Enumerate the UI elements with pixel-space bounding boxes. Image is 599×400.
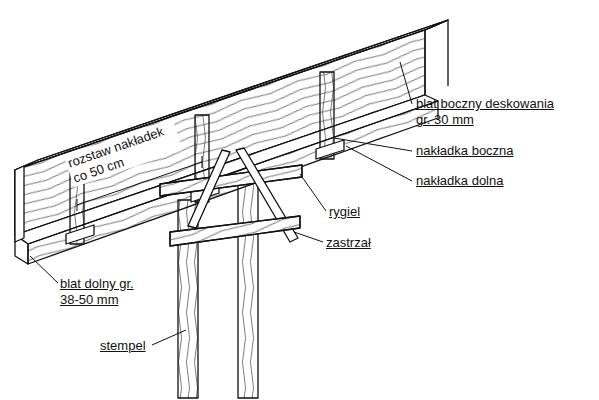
part-label: zastrzał [326, 235, 377, 251]
beam-edge [447, 20, 448, 86]
leader-line [334, 138, 412, 151]
leader-line [400, 62, 412, 104]
part-label: blat dolny gr. 38-50 mm [60, 276, 143, 308]
bottom-board-edge [28, 101, 438, 264]
bottom-cleat [66, 225, 94, 244]
leader-line [152, 330, 186, 345]
part-label: stempel [100, 338, 152, 354]
dimension-tick [77, 199, 78, 211]
strut [188, 150, 230, 228]
post-brace-grain [170, 216, 300, 246]
part-label: rygiel [329, 204, 366, 220]
side-board-end [15, 166, 24, 242]
part-label: nakładka boczna [416, 143, 520, 159]
leader-line [294, 232, 323, 242]
leader-line [30, 256, 58, 283]
part-label: blat boczny deskowania gr. 30 mm [416, 96, 561, 128]
post [238, 182, 258, 398]
part-label: nakładka dolna [416, 173, 509, 189]
bottom-board [15, 95, 438, 244]
dimension-tick [202, 156, 203, 168]
crossbeam-grain [160, 165, 302, 196]
post-brace [170, 216, 300, 246]
beam-edge [425, 20, 448, 30]
crossbeam [160, 165, 302, 196]
leader-line [300, 174, 326, 211]
leader-line [346, 146, 412, 181]
bottom-cleat [316, 140, 344, 159]
